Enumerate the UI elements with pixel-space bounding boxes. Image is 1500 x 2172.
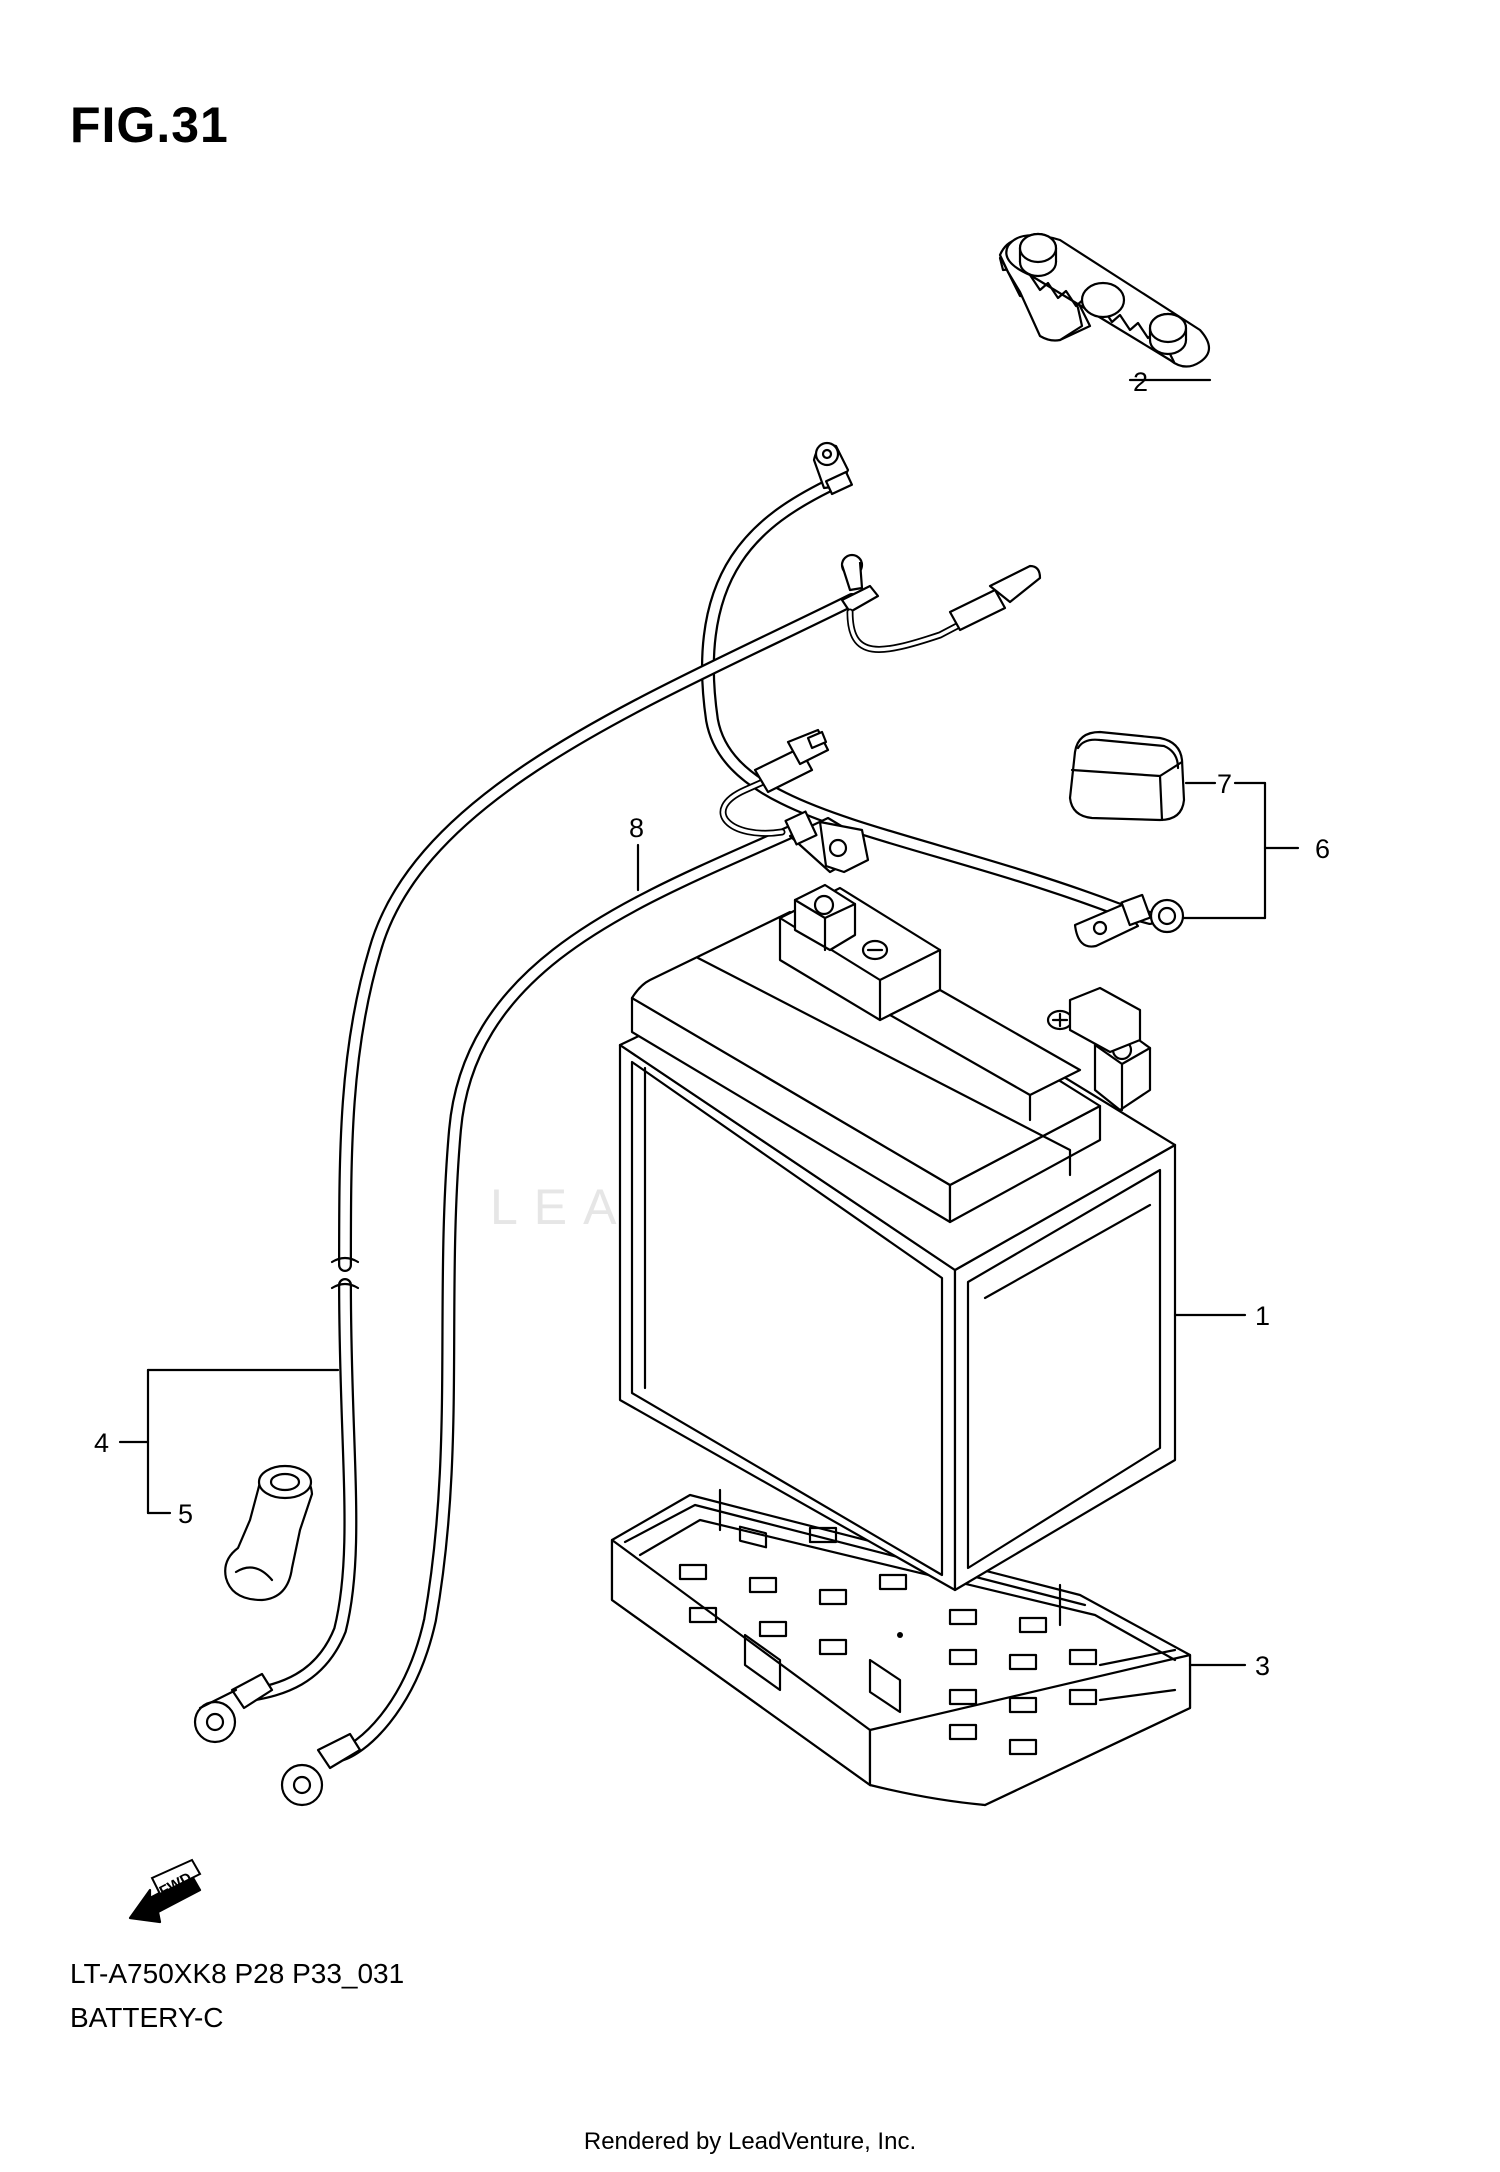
positive-lead-wire[interactable] [700, 441, 1185, 948]
callout-bracket-4-5: 4 5 [94, 1368, 340, 1529]
svg-text:3: 3 [1255, 1651, 1270, 1681]
fwd-arrow-icon: FWD [128, 1858, 202, 1924]
terminal-boot[interactable] [224, 1464, 314, 1602]
svg-text:6: 6 [1315, 834, 1330, 864]
svg-text:2: 2 [1133, 367, 1148, 397]
callout-8: 8 [629, 813, 644, 892]
ground-lead-wire[interactable] [280, 728, 870, 1807]
svg-text:5: 5 [178, 1499, 193, 1529]
battery[interactable] [618, 883, 1177, 1592]
callout-2: 2 [1128, 367, 1212, 397]
svg-text:7: 7 [1217, 769, 1232, 799]
rendered-by-footer: Rendered by LeadVenture, Inc. [583, 2128, 917, 2155]
battery-tray[interactable] [610, 1488, 1192, 1807]
negative-lead-wire[interactable] [193, 553, 1042, 1744]
terminal-cap[interactable] [1068, 730, 1186, 822]
svg-text:8: 8 [629, 813, 644, 843]
section-name: BATTERY-C [70, 2002, 224, 2033]
tray-slots [678, 1525, 1098, 1756]
callout-1: 1 [1173, 1301, 1270, 1331]
svg-text:1: 1 [1255, 1301, 1270, 1331]
model-code: LT-A750XK8 P28 P33_031 [70, 1958, 405, 1989]
svg-text:4: 4 [94, 1428, 109, 1458]
callout-3: 3 [1188, 1651, 1270, 1681]
battery-terminal-cover[interactable] [998, 232, 1211, 368]
callout-bracket-6-7: 7 6 [1182, 769, 1330, 920]
figure-title: FIG.31 [70, 97, 229, 153]
